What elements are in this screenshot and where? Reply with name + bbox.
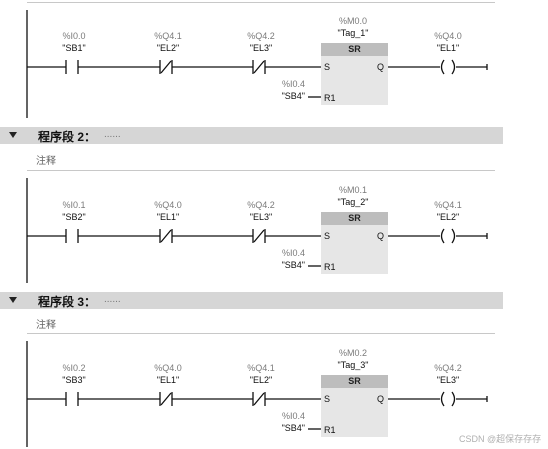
coil-address: %Q4.0 — [434, 31, 462, 41]
contact-2-address: %Q4.1 — [154, 31, 182, 41]
contact-3-address: %Q4.2 — [247, 200, 275, 210]
segment-3-comment[interactable]: 注释 — [36, 320, 56, 331]
sr-pin-q: Q — [377, 62, 385, 72]
coil-icon — [440, 59, 445, 75]
reset-address: %I0.4 — [281, 248, 305, 258]
segment-3-divider — [27, 333, 495, 334]
contact-2-tag: "EL2" — [156, 43, 180, 53]
sr-pin-s: S — [324, 231, 331, 241]
sr-pin-r1: R1 — [324, 262, 336, 272]
segment-2-header[interactable]: 程序段 2： ...... — [0, 127, 503, 144]
contact-1-tag: "SB1" — [62, 43, 86, 53]
sr-block-address: %M0.2 — [338, 348, 367, 358]
sr-block-title: SR — [321, 43, 388, 56]
segment-2-divider — [27, 170, 495, 171]
reset-tag: "SB4" — [281, 91, 305, 101]
reset-tag: "SB4" — [281, 260, 305, 270]
sr-pin-q: Q — [377, 231, 385, 241]
contact-3-tag: "EL3" — [249, 43, 273, 53]
contact-1-tag: "SB3" — [62, 375, 86, 385]
contact-2-tag: "EL1" — [156, 375, 180, 385]
sr-pin-s: S — [324, 62, 331, 72]
contact-3-address: %Q4.2 — [247, 31, 275, 41]
sr-block-title: SR — [321, 375, 388, 388]
contact-2-address: %Q4.0 — [154, 200, 182, 210]
contact-1-tag: "SB2" — [62, 212, 86, 222]
segment-2-comment[interactable]: 注释 — [36, 156, 56, 167]
contact-2-tag: "EL1" — [156, 212, 180, 222]
contact-1-address: %I0.0 — [62, 31, 86, 41]
sr-block-address: %M0.0 — [338, 16, 367, 26]
sr-block[interactable]: SR S Q R1 — [321, 375, 388, 437]
sr-block-tag: "Tag_3" — [337, 360, 369, 370]
sr-pin-r1: R1 — [324, 425, 336, 435]
coil-icon — [440, 391, 445, 407]
sr-block-title: SR — [321, 212, 388, 225]
sr-block-address: %M0.1 — [338, 185, 367, 195]
sr-block[interactable]: SR S Q R1 — [321, 43, 388, 105]
coil-address: %Q4.2 — [434, 363, 462, 373]
contact-1-address: %I0.2 — [62, 363, 86, 373]
reset-address: %I0.4 — [281, 411, 305, 421]
collapse-arrow-icon[interactable] — [9, 132, 17, 138]
contact-2-address: %Q4.0 — [154, 363, 182, 373]
reset-tag: "SB4" — [281, 423, 305, 433]
coil-tag: "EL2" — [436, 212, 460, 222]
contact-3-tag: "EL2" — [249, 375, 273, 385]
segment-top-divider — [27, 2, 495, 3]
watermark: CSDN @超保存存存 — [459, 434, 542, 444]
segment-2-title-placeholder[interactable]: ...... — [104, 129, 121, 140]
coil-tag: "EL3" — [436, 375, 460, 385]
reset-address: %I0.4 — [281, 79, 305, 89]
sr-block-tag: "Tag_2" — [337, 197, 369, 207]
contact-3-tag: "EL3" — [249, 212, 273, 222]
segment-2-title: 程序段 2： — [38, 130, 97, 144]
sr-pin-q: Q — [377, 394, 385, 404]
coil-address: %Q4.1 — [434, 200, 462, 210]
collapse-arrow-icon[interactable] — [9, 297, 17, 303]
contact-3-address: %Q4.1 — [247, 363, 275, 373]
sr-pin-r1: R1 — [324, 93, 336, 103]
segment-3-title-placeholder[interactable]: ...... — [104, 294, 121, 305]
segment-3-header[interactable]: 程序段 3： ...... — [0, 292, 503, 309]
sr-pin-s: S — [324, 394, 331, 404]
sr-block-tag: "Tag_1" — [337, 28, 369, 38]
contact-1-address: %I0.1 — [62, 200, 86, 210]
coil-icon — [440, 228, 445, 244]
segment-3-title: 程序段 3： — [38, 295, 97, 309]
coil-tag: "EL1" — [436, 43, 460, 53]
sr-block[interactable]: SR S Q R1 — [321, 212, 388, 274]
